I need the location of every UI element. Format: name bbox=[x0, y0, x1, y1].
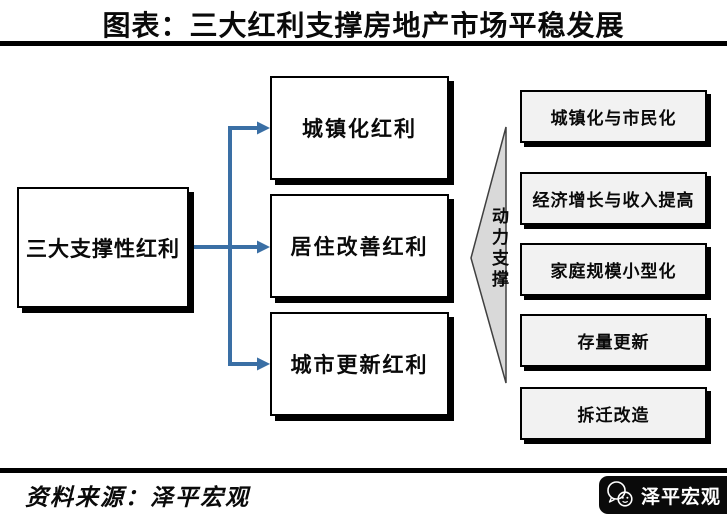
brand-logo: 泽平宏观 bbox=[599, 476, 727, 514]
node-urbanization-citizenization: 城镇化与市民化 bbox=[520, 90, 707, 143]
power-support-label: 动力支撑 bbox=[489, 207, 508, 291]
node-urbanization-dividend: 城镇化红利 bbox=[270, 76, 449, 180]
node-urban-renewal-dividend: 城市更新红利 bbox=[270, 312, 449, 416]
title-divider bbox=[0, 41, 727, 46]
figure-title: 图表：三大红利支撑房地产市场平稳发展 bbox=[102, 11, 625, 42]
footer-divider bbox=[0, 468, 727, 473]
chat-bubbles-icon bbox=[607, 481, 633, 507]
node-demolition-renovation: 拆迁改造 bbox=[520, 387, 707, 440]
node-three-supporting-dividends: 三大支撑性红利 bbox=[17, 187, 189, 308]
node-stock-renewal: 存量更新 bbox=[520, 314, 707, 367]
source-note: 资料来源：泽平宏观 bbox=[25, 485, 250, 510]
brand-name: 泽平宏观 bbox=[641, 486, 722, 508]
node-housing-improvement-dividend: 居住改善红利 bbox=[270, 194, 449, 298]
node-family-size-miniaturization: 家庭规模小型化 bbox=[520, 243, 707, 296]
node-economic-growth-income: 经济增长与收入提高 bbox=[520, 172, 707, 225]
